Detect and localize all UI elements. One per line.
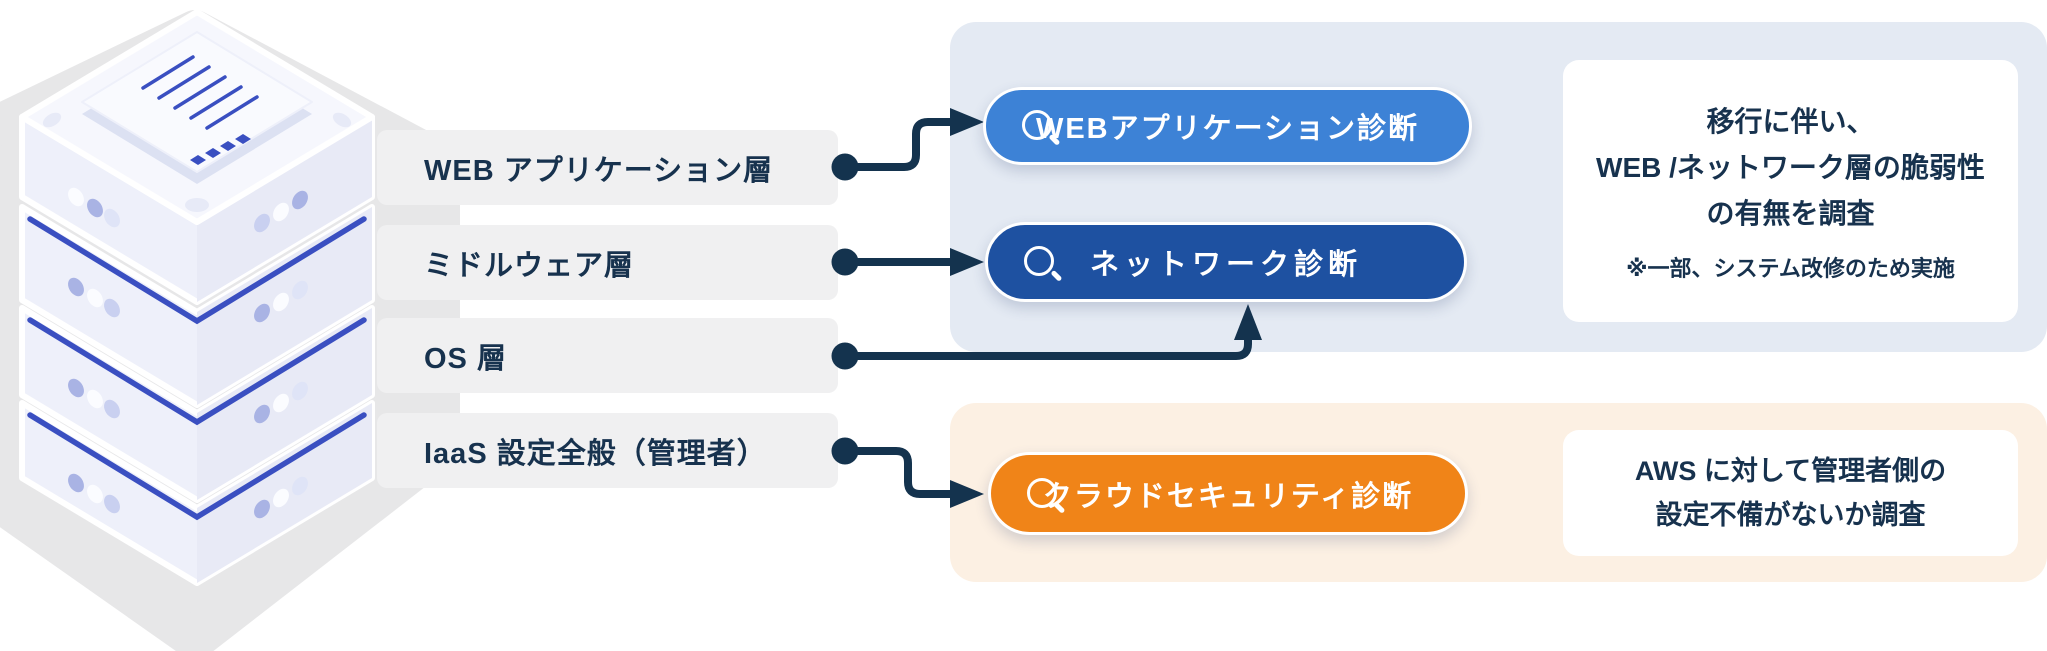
note-line: 移行に伴い、 (1706, 106, 1875, 137)
indicator-squares-icon (190, 134, 251, 165)
search-icon (1027, 477, 1057, 508)
cloud-security-diagnosis-button: クラウドセキュリティ診断 (988, 452, 1468, 535)
note-line: WEB /ネットワーク層の脆弱性 (1596, 152, 1985, 183)
search-icon (1022, 110, 1052, 140)
web-network-note-card: 移行に伴い、 WEB /ネットワーク層の脆弱性 の有無を調査 ※一部、システム改… (1563, 60, 2018, 322)
network-diagnosis-button: ネットワーク診断 (985, 222, 1467, 302)
layer-label-os: OS 層 (377, 318, 838, 393)
layer-label-iaas: IaaS 設定全般（管理者） (377, 413, 838, 488)
cloud-note-card: AWS に対して管理者側の 設定不備がないか調査 (1563, 430, 2018, 556)
web-app-diagnosis-button: WEBアプリケーション診断 (983, 87, 1472, 165)
note-line: 設定不備がないか調査 (1655, 500, 1926, 530)
note-footnote: ※一部、システム改修のため実施 (1626, 256, 1955, 281)
arrow-web-app (841, 118, 954, 171)
layer-label-web-application: WEB アプリケーション層 (377, 130, 838, 205)
network-diagnosis-label: ネットワーク診断 (1089, 249, 1362, 281)
cloud-security-diagnosis-label: クラウドセキュリティ診断 (1042, 480, 1414, 513)
note-line: の有無を調査 (1706, 198, 1875, 229)
web-app-diagnosis-label: WEBアプリケーション診断 (1035, 113, 1420, 145)
vent-lines-icon (141, 55, 259, 130)
search-icon (1024, 246, 1054, 276)
note-line: AWS に対して管理者側の (1634, 456, 1947, 486)
layer-label-middleware: ミドルウェア層 (377, 225, 838, 300)
server-stack-illustration (0, 9, 460, 651)
arrow-iaas (841, 447, 954, 498)
